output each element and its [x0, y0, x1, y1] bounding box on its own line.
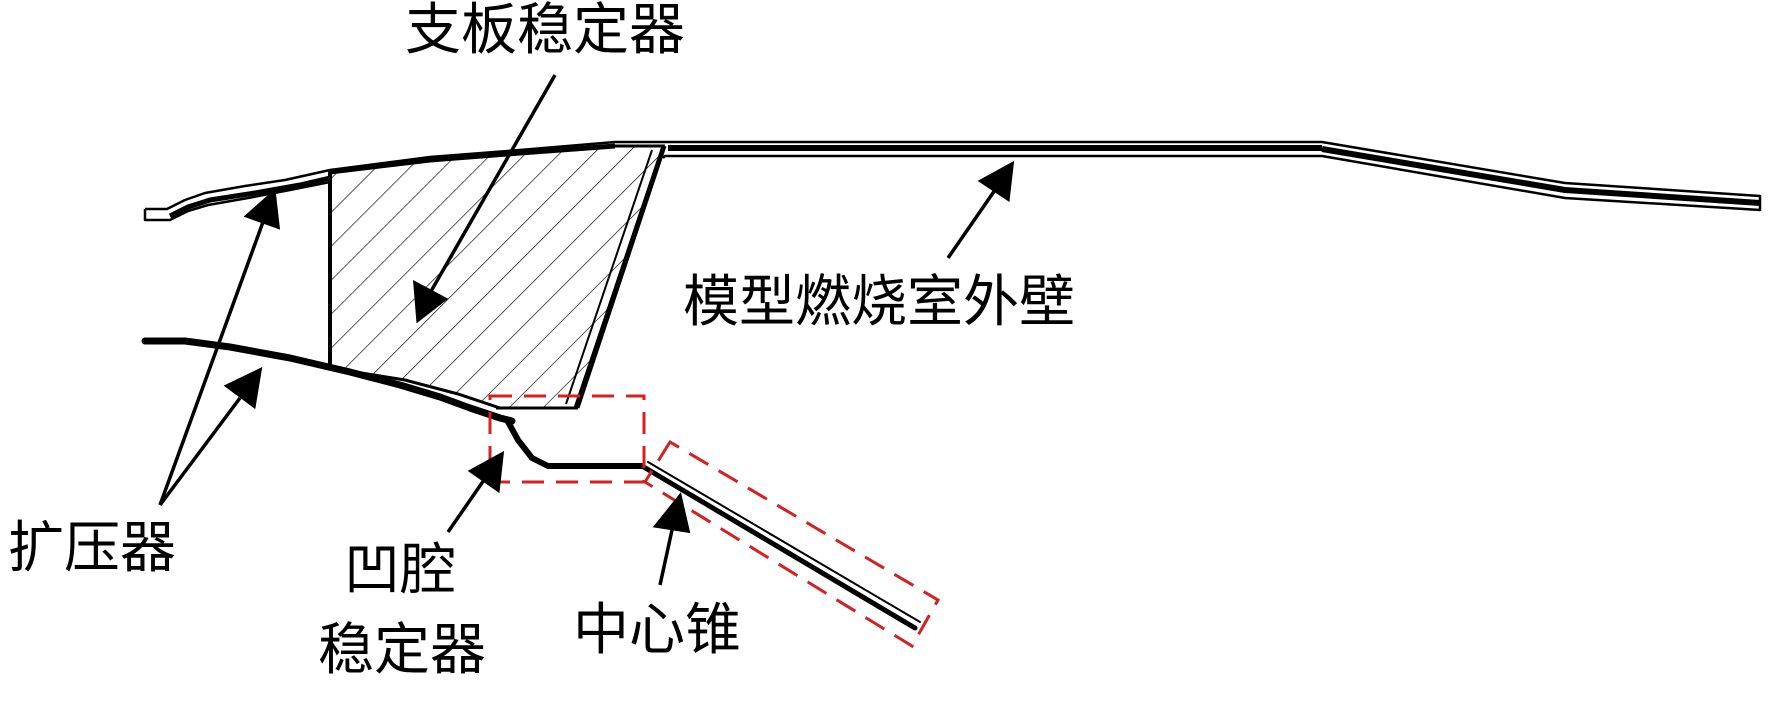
label-cavity-line2: 稳定器 [318, 618, 486, 683]
cavity-stabilizer-profile [504, 417, 645, 469]
outer-sloped-wall-thick [1321, 146, 1761, 206]
arrow-outer-wall-line [946, 189, 997, 259]
arrow-strut-head [412, 279, 449, 324]
arrow-strut-line [428, 74, 557, 294]
strut-trailing-edge [576, 145, 667, 409]
arrow-cavity-head [467, 450, 505, 494]
arrow-center-cone-head [652, 492, 691, 534]
strut-stabilizer-shape [328, 144, 667, 410]
label-center-cone: 中心锥 [573, 598, 741, 663]
highlight-boxes [488, 394, 941, 649]
arrow-diffuser-upper-head [243, 188, 281, 230]
leader-arrows [158, 74, 1015, 586]
center-cone-line [639, 463, 918, 631]
arrow-diffuser-upper-line [158, 221, 265, 506]
arrow-diffuser-lower-line [158, 396, 242, 507]
arrow-diffuser-lower-head [223, 366, 263, 410]
arrow-cavity-line [446, 479, 486, 533]
cavity-highlight-box [488, 394, 646, 484]
center-cone-line-inner [647, 461, 921, 623]
diffuser-lip-thick [168, 175, 331, 219]
label-outer-wall: 模型燃烧室外壁 [683, 270, 1075, 335]
arrow-outer-wall-head [977, 160, 1015, 203]
strut-trailing-edge-inner [565, 149, 653, 405]
label-cavity-line1: 凹腔 [344, 538, 456, 603]
label-diffuser: 扩压器 [8, 516, 176, 581]
center-cone-highlight-box [642, 439, 941, 649]
strut-hatched-body [328, 144, 666, 410]
outer-wall-top-line [145, 140, 1762, 212]
inner-wall-shape [141, 337, 921, 631]
arrow-center-cone-line [658, 529, 674, 586]
label-strut-stabilizer: 支板稳定器 [405, 0, 685, 63]
diffuser-inner-wall [141, 337, 516, 425]
diffuser-outer-edge [143, 180, 331, 222]
